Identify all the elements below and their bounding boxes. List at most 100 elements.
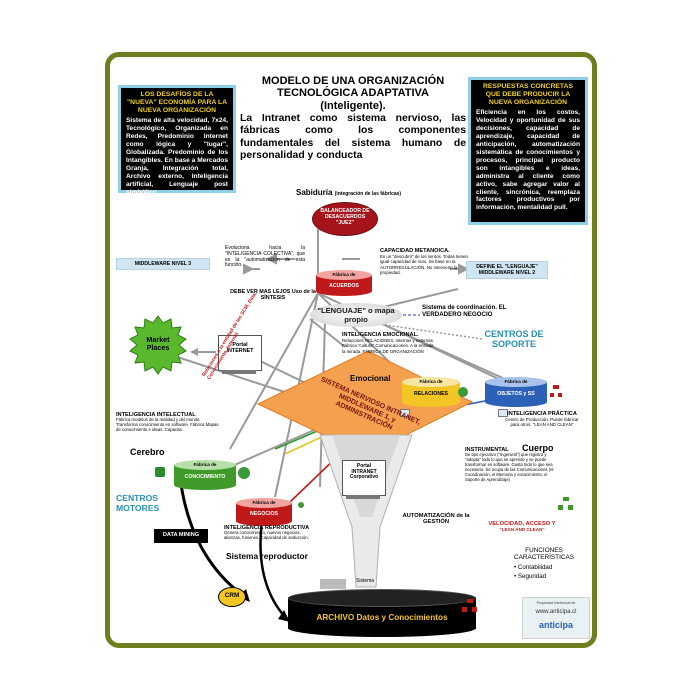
funciones-item-0: • Contabilidad — [514, 564, 553, 571]
funciones-item-1: • Seguridad — [514, 573, 547, 580]
balanceador-label: BALANCEADOR DE DESACUERDOS "JUEZ" — [320, 208, 370, 226]
evolucion-text: Evoluciona hacia la "INTELIGENCIA COLECT… — [225, 245, 305, 269]
int-intelectual-body: Fábrica modelos de la realidad y del mun… — [116, 417, 219, 433]
centros-motores-label: CENTROS MOTORES — [116, 493, 160, 513]
people-icon-conocimiento — [238, 467, 250, 479]
responses-body: Eficiencia en los costos, Velocidad y op… — [476, 109, 580, 212]
title-line-2: TECNOLÓGICA ADAPTATIVA — [277, 87, 429, 100]
cerebro-label: Cerebro — [130, 447, 165, 457]
conocimiento-line-1: Fábrica de — [193, 462, 217, 467]
logo-name: anticipa — [538, 620, 573, 630]
page-title: MODELO DE UNA ORGANIZACIÓN TECNOLÓGICA A… — [242, 75, 464, 112]
sistema-label: Sistema — [356, 578, 375, 584]
lean-line: "LEAN AND CLEAN" — [499, 527, 545, 533]
int-intelectual-heading: INTELIGENCIA INTELECTUAL — [116, 412, 196, 418]
capacidad-body: Es un "descubrir" de los sentos. Todas t… — [380, 254, 468, 275]
lenguaje-label: "LENGUAJE" o mapa propio — [317, 306, 395, 324]
objetos-line-1: Fábrica de — [504, 379, 528, 384]
debe-ver-text: DEBE VER MAS LEJOS Uso de la SÍNTESIS — [230, 289, 316, 302]
org-chart-icon-objetos — [550, 385, 562, 399]
people-icon-relaciones — [458, 387, 468, 397]
relaciones-line-2: RELACIONES — [413, 391, 448, 397]
int-emocional-body: Relaciones RELACIONES, internas y extern… — [342, 338, 434, 354]
int-reproductiva: INTELIGENCIA REPRODUCTIVA Genera conocim… — [224, 525, 316, 541]
velocidad-label: VELOCIDAD, ACCESO Y "LEAN AND CLEAN" — [486, 521, 558, 533]
middleware-3-tag: MIDDLEWARE NIVEL 3 — [116, 258, 210, 270]
title-line-1: MODELO DE UNA ORGANIZACIÓN — [261, 75, 445, 87]
balanceador-node: BALANCEADOR DE DESACUERDOS "JUEZ" — [312, 202, 378, 236]
archivo-label: ARCHIVO Datos y Conocimientos — [316, 613, 448, 622]
relaciones-line-1: Fábrica de — [419, 379, 443, 384]
anticipa-logo: Propiedad Intelectual de www.anticipa.cl… — [522, 597, 590, 639]
funciones-item-0-text: Contabilidad — [517, 564, 553, 571]
page-subtitle: La Intranet como sistema nervioso, las f… — [240, 113, 466, 161]
sistema-reproductor-label: Sistema reproductor — [226, 551, 308, 561]
emocional-label: Emocional — [350, 374, 391, 383]
responses-heading: RESPUESTAS CONCRETAS QUE DEBE PRODUCIR L… — [482, 83, 573, 107]
responses-box: RESPUESTAS CONCRETAS QUE DEBE PRODUCIR L… — [468, 77, 588, 225]
int-practica: INTELIGENCIA PRÁCTICA Centro de Producci… — [503, 411, 581, 428]
cuerpo-label: Cuerpo — [522, 443, 554, 453]
computer-icon-2 — [498, 409, 508, 417]
velocidad-line: VELOCIDAD, ACCESO Y — [488, 521, 556, 527]
org-chart-icon-archivo — [462, 599, 478, 613]
logo-url: www.anticipa.cl — [535, 609, 577, 615]
org-chart-icon-velocidad — [558, 497, 574, 511]
conocimiento-line-2: CONOCIMIENTO — [184, 474, 226, 480]
sistema-coordinacion: Sistema de coordinación. EL VERDADERO NE… — [422, 304, 507, 318]
data-mining-box: DATA MINING — [154, 529, 208, 543]
instrumental-body: De tipo ejecutivo ("Ingenieril") que reg… — [465, 452, 554, 482]
challenges-heading: LOS DESAFÍOS DE LA "NUEVA" ECONOMÍA PARA… — [126, 91, 228, 115]
portal-intranet-label: Portal INTRANET Corporativo — [349, 463, 379, 481]
portal-internet-base — [222, 370, 256, 374]
challenges-box: LOS DESAFÍOS DE LA "NUEVA" ECONOMÍA PARA… — [118, 85, 236, 196]
market-places-node — [129, 315, 187, 375]
funciones-heading: FUNCIONES CARACTERÍSTICAS — [513, 547, 574, 562]
server-rack-icon — [320, 579, 346, 589]
sabiduria-label: Sabiduría (integración de las fábricas) — [296, 188, 402, 198]
crm-node: CRM — [218, 587, 246, 607]
fabrica-conocimiento: Fábrica de CONOCIMIENTO — [174, 460, 236, 490]
centros-soporte-label: CENTROS DE SOPORTE — [484, 329, 544, 350]
portal-internet-label: Portal INTERNET — [226, 342, 254, 355]
objetos-line-2: OBJETOS y SS — [497, 391, 535, 397]
people-icon-negocios — [298, 502, 304, 508]
diagram-frame: LOS DESAFÍOS DE LA "NUEVA" ECONOMÍA PARA… — [105, 52, 597, 648]
acuerdos-line-1: Fábrica de — [332, 272, 356, 277]
acuerdos-line-2: ACUERDOS — [329, 283, 359, 289]
data-mining-label: DATA MINING — [162, 532, 200, 538]
int-emocional-heading: INTELIGENCIA EMOCIONAL. — [342, 332, 419, 338]
fabrica-objetos: Fábrica de OBJETOS y SS — [485, 377, 547, 407]
define-lenguaje-tag: DEFINE EL "LENGUAJE" MIDDLEWARE NIVEL 2 — [466, 261, 548, 279]
capacidad-heading: CAPACIDAD METANOICA. — [380, 248, 450, 254]
int-intelectual: INTELIGENCIA INTELECTUAL Fábrica modelos… — [116, 412, 220, 433]
archivo-cylinder: ARCHIVO Datos y Conocimientos — [288, 589, 476, 637]
fabrica-negocios: Fábrica de NEGOCIOS — [236, 498, 292, 526]
int-practica-body: Centro de Producción. Puede fabricar par… — [505, 417, 579, 428]
portal-intranet-base — [346, 495, 380, 499]
instrumental-text: INSTRUMENTAL De tipo ejecutivo ("Ingenie… — [465, 447, 561, 482]
logo-small: Propiedad Intelectual de — [536, 601, 576, 605]
automatizacion-label: AUTOMATIZACIÓN de la GESTIÓN — [402, 513, 470, 526]
funciones-item-1-text: Seguridad — [517, 573, 547, 580]
int-emocional: INTELIGENCIA EMOCIONAL. Relaciones RELAC… — [342, 332, 438, 354]
arrow-market-portal — [190, 348, 216, 356]
lenguaje-node: "LENGUAJE" o mapa propio — [310, 303, 402, 327]
people-icon-cerebro — [155, 467, 165, 477]
funciones-block: FUNCIONES CARACTERÍSTICAS — [508, 547, 580, 561]
int-practica-heading: INTELIGENCIA PRÁCTICA — [507, 411, 577, 417]
market-places-label: Market Places — [146, 335, 170, 353]
portal-intranet-monitor: Portal INTRANET Corporativo — [342, 460, 386, 496]
sabiduria-text: Sabiduría — [296, 188, 333, 197]
sabiduria-sub: (integración de las fábricas) — [334, 191, 402, 197]
challenges-body: Sistema de alta velocidad, 7x24, Tecnoló… — [126, 117, 228, 196]
crm-label: CRM — [224, 592, 240, 599]
capacidad-metanoica: CAPACIDAD METANOICA. Es un "descubrir" d… — [380, 248, 468, 275]
title-line-3: (Inteligente). — [320, 99, 386, 112]
negocios-line-1: Fábrica de — [252, 500, 276, 505]
instrumental-heading: INSTRUMENTAL — [465, 447, 509, 453]
negocios-line-2: NEGOCIOS — [250, 511, 278, 517]
int-reproductiva-body: Genera conocimiento, nuevos negocios, al… — [224, 530, 309, 541]
fabrica-relaciones: Fábrica de RELACIONES — [402, 377, 460, 407]
computer-icon-1 — [400, 409, 410, 417]
